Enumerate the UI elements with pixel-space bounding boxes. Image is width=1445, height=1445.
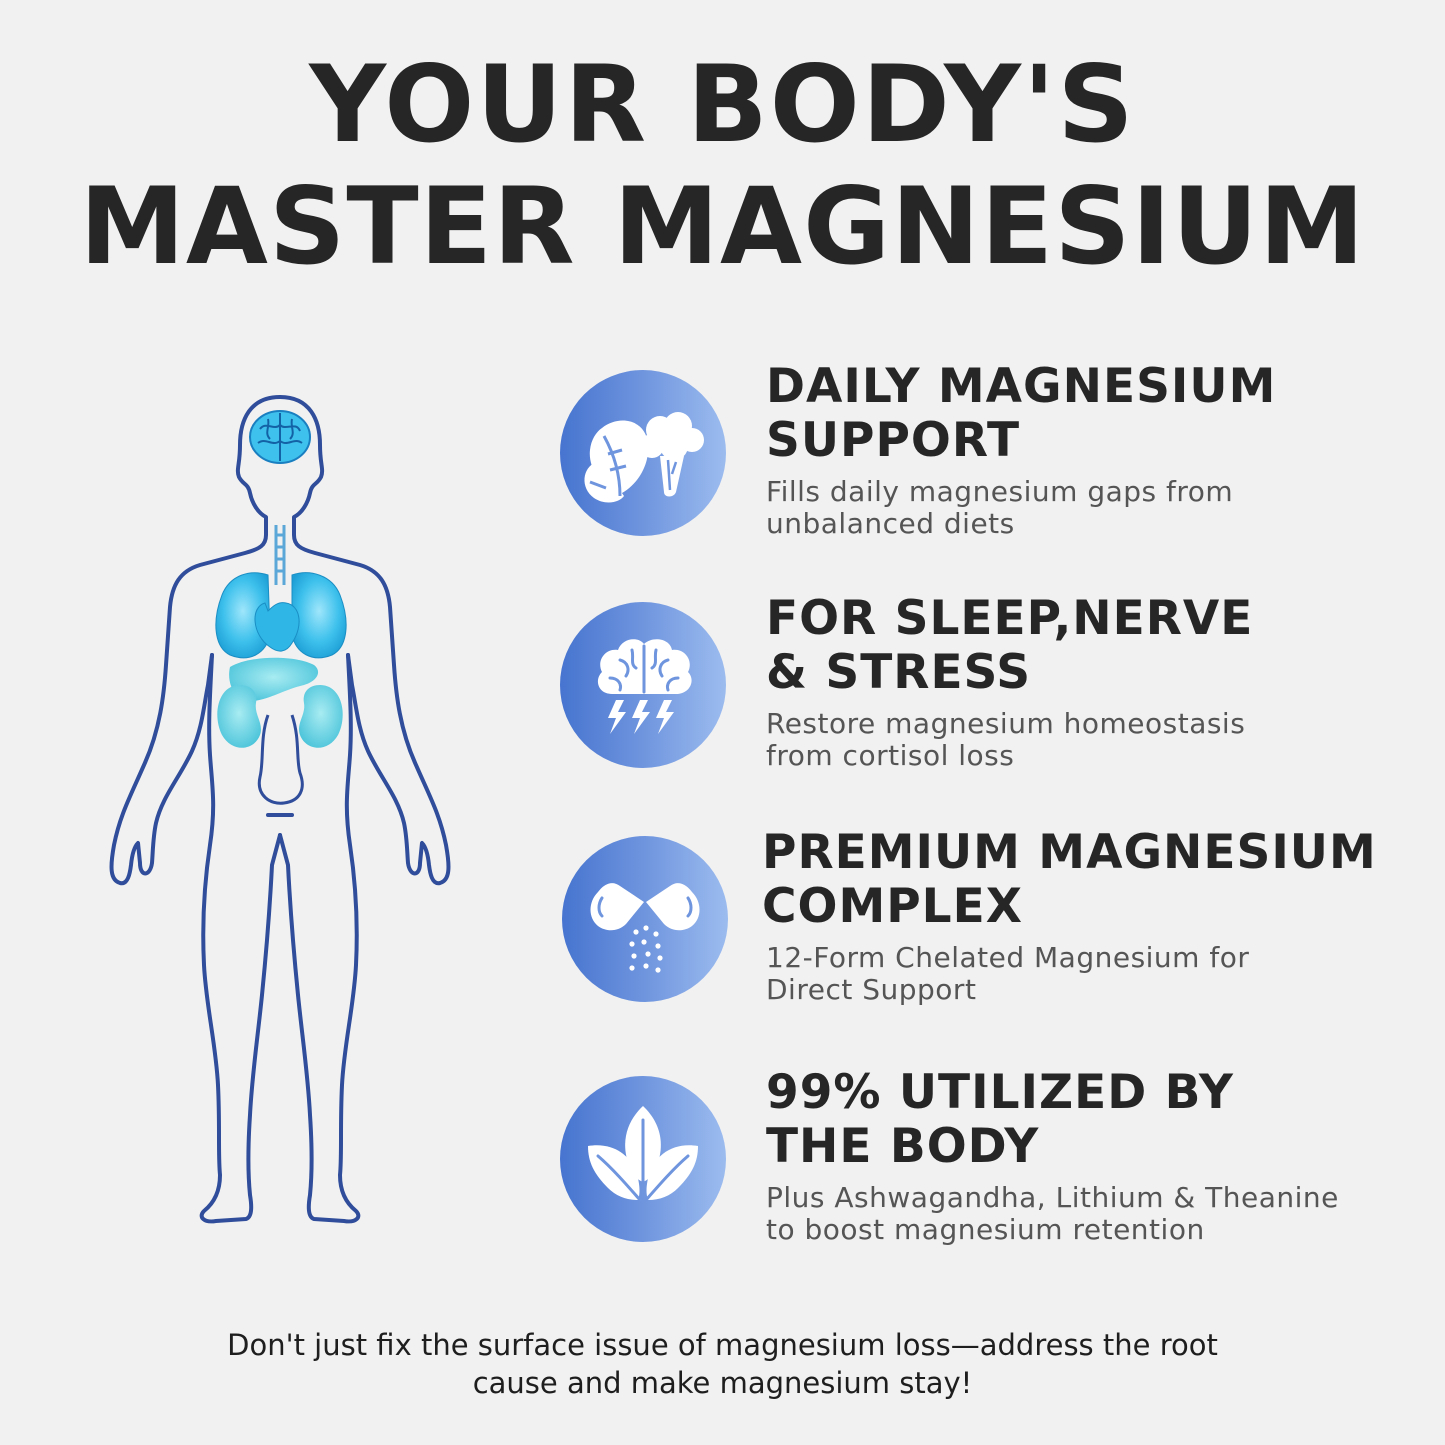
- feature-utilized: 99% UTILIZED BY THE BODY Plus Ashwagandh…: [560, 1066, 1420, 1276]
- footer-line-2: cause and make magnesium stay!: [472, 1366, 973, 1400]
- feature-icon-circle: [560, 370, 726, 536]
- feature-title: PREMIUM MAGNESIUM COMPLEX: [762, 826, 1402, 934]
- feature-desc-line-2: unbalanced diets: [766, 507, 1015, 540]
- feature-daily-support: DAILY MAGNESIUM SUPPORT Fills daily magn…: [560, 360, 1420, 570]
- feature-icon-circle: [560, 1076, 726, 1242]
- feature-desc-line-2: from cortisol loss: [766, 739, 1015, 772]
- footer-line-1: Don't just fix the surface issue of magn…: [227, 1328, 1218, 1362]
- page-title: YOUR BODY'S MASTER MAGNESIUM: [0, 52, 1445, 280]
- feature-desc-line-2: to boost magnesium retention: [766, 1213, 1205, 1246]
- feature-title-line-2: & STRESS: [766, 645, 1032, 700]
- feature-desc-line-1: Fills daily magnesium gaps from: [766, 475, 1234, 508]
- feature-title-line-1: DAILY MAGNESIUM: [766, 359, 1277, 414]
- page-title-line-2: MASTER MAGNESIUM: [79, 165, 1366, 288]
- capsule-icon: [590, 883, 700, 973]
- feature-description: Fills daily magnesium gaps from unbalanc…: [766, 476, 1426, 540]
- feature-desc-line-1: Restore magnesium homeostasis: [766, 707, 1246, 740]
- vegetables-icon: [584, 412, 704, 503]
- feature-description: Plus Ashwagandha, Lithium & Theanine to …: [766, 1182, 1426, 1246]
- feature-title-line-2: COMPLEX: [762, 879, 1023, 934]
- leaves-icon: [588, 1106, 698, 1204]
- feature-title: 99% UTILIZED BY THE BODY: [766, 1066, 1406, 1174]
- feature-desc-line-1: 12-Form Chelated Magnesium for: [766, 941, 1250, 974]
- footer-tagline: Don't just fix the surface issue of magn…: [0, 1326, 1445, 1402]
- feature-title-line-1: PREMIUM MAGNESIUM: [762, 825, 1377, 880]
- feature-title: DAILY MAGNESIUM SUPPORT: [766, 360, 1406, 468]
- feature-title: FOR SLEEP,NERVE & STRESS: [766, 592, 1406, 700]
- feature-description: 12-Form Chelated Magnesium for Direct Su…: [766, 942, 1426, 1006]
- feature-icon-circle: [560, 602, 726, 768]
- human-body-organs-icon: [100, 385, 460, 1245]
- feature-title-line-1: FOR SLEEP,NERVE: [766, 591, 1254, 646]
- feature-icon-circle: [562, 836, 728, 1002]
- feature-title-line-2: THE BODY: [766, 1119, 1040, 1174]
- brain-lightning-icon: [597, 639, 692, 734]
- feature-premium-complex: PREMIUM MAGNESIUM COMPLEX 12-Form Chelat…: [560, 826, 1420, 1036]
- feature-sleep-nerve-stress: FOR SLEEP,NERVE & STRESS Restore magnesi…: [560, 592, 1420, 802]
- page-title-line-1: YOUR BODY'S: [309, 43, 1136, 166]
- feature-title-line-1: 99% UTILIZED BY: [766, 1065, 1234, 1120]
- feature-description: Restore magnesium homeostasis from corti…: [766, 708, 1426, 772]
- feature-desc-line-1: Plus Ashwagandha, Lithium & Theanine: [766, 1181, 1339, 1214]
- feature-desc-line-2: Direct Support: [766, 973, 977, 1006]
- feature-title-line-2: SUPPORT: [766, 413, 1021, 468]
- brain-organ: [249, 410, 311, 464]
